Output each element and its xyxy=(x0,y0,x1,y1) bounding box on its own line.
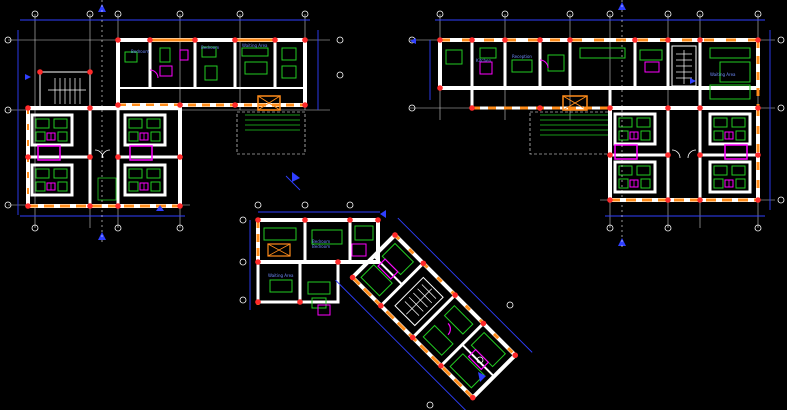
bottom-axis-bubbles xyxy=(239,201,514,409)
bottom-section-markers xyxy=(292,172,486,382)
room-label-waiting-1: Waiting Area xyxy=(242,43,268,48)
room-label-bedroom-4: Bedroom xyxy=(312,244,330,249)
room-label-bedroom-1: Bedroom xyxy=(131,49,149,54)
room-label-waiting-3: Waiting Area xyxy=(268,273,294,278)
bottom-columns xyxy=(255,217,381,305)
room-label-kitchen: Kitchen xyxy=(476,58,491,63)
left-columns xyxy=(25,37,308,209)
room-label-waiting-2: Waiting Area xyxy=(710,72,736,77)
bottom-dimensions xyxy=(249,175,380,310)
room-label-bedroom-2: Bedroom xyxy=(201,45,219,50)
room-label-reception: Reception xyxy=(512,54,532,59)
left-plan: Bedroom Bedroom Waiting Area xyxy=(4,0,344,245)
left-dimensions xyxy=(17,19,319,217)
right-columns xyxy=(437,37,761,203)
left-top-wing xyxy=(116,38,307,155)
left-stair xyxy=(39,71,91,108)
room-label-bedroom-3: Bedroom xyxy=(312,239,330,244)
bottom-diagonal-wing xyxy=(335,217,533,410)
left-axis-bubbles xyxy=(4,10,344,232)
right-grid-axes xyxy=(410,14,775,228)
bottom-upper-wing: Bedroom Bedroom Waiting Area xyxy=(256,218,380,316)
right-bedroom-wing xyxy=(608,106,760,202)
bottom-plan: Bedroom Bedroom Waiting Area xyxy=(239,172,533,410)
right-plan: Kitchen Reception Waiting Area xyxy=(408,0,785,250)
right-dimensions xyxy=(429,19,771,217)
left-bedroom-wing xyxy=(26,106,182,208)
right-top-wing xyxy=(438,38,760,155)
